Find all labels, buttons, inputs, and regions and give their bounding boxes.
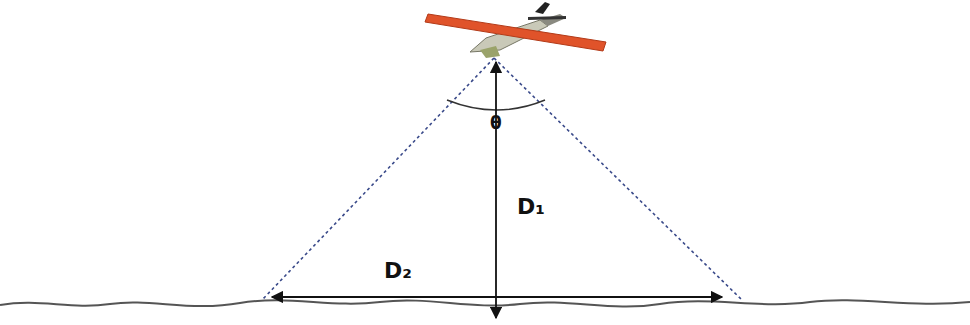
width-arrow xyxy=(272,296,722,298)
drone-plane xyxy=(425,2,606,58)
angle-label: θ xyxy=(490,115,502,132)
height-arrow xyxy=(495,62,497,318)
ground-line xyxy=(0,300,970,306)
height-label: D₁ xyxy=(517,196,545,218)
view-edge xyxy=(494,58,742,300)
width-label: D₂ xyxy=(384,260,412,282)
view-edge xyxy=(262,58,494,300)
